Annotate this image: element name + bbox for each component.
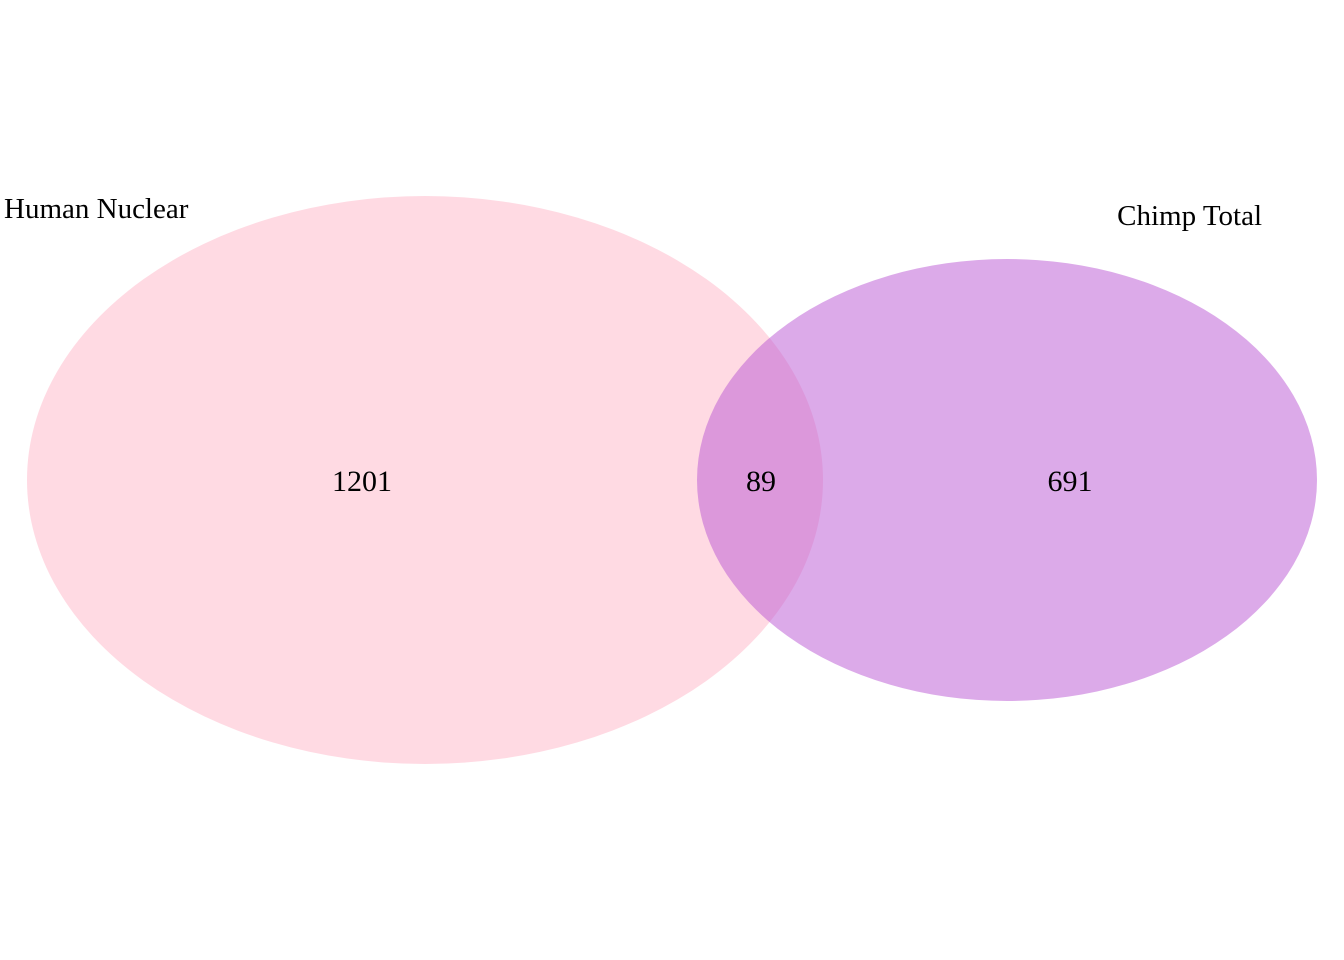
human-nuclear-label: Human Nuclear [4,193,189,225]
intersection-count: 89 [746,465,776,498]
human-nuclear-set [27,196,823,764]
chimp-total-set [697,259,1317,701]
human-nuclear-only-count: 1201 [332,465,392,498]
chimp-total-label: Chimp Total [1117,200,1262,232]
chimp-total-only-count: 691 [1048,465,1093,498]
